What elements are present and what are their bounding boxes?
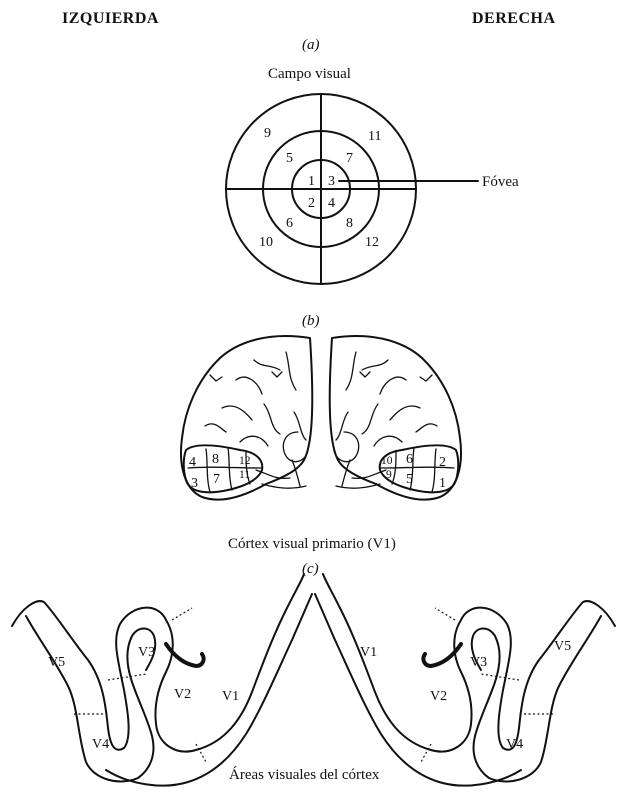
panel-b-primary-cortex: (b) 4 8 12 11 3 7 10 6 (181, 313, 461, 552)
right-visual-areas-section: V1 V2 V3 V5 V4 (315, 574, 615, 786)
segment-1: 1 (308, 174, 315, 189)
panel-a-label: (a) (302, 37, 320, 53)
left-v1-label-4: 4 (189, 455, 196, 470)
right-v1-label-6: 6 (406, 452, 413, 467)
panel-b-label: (b) (302, 313, 320, 329)
left-brainstem-lines (256, 460, 306, 488)
left-v1-divisions (188, 448, 262, 492)
right-area-v2: V2 (430, 689, 447, 704)
left-sulci-branches (210, 372, 282, 381)
right-v1-label-2: 2 (439, 455, 446, 470)
right-sulci-branches (360, 372, 432, 381)
left-v1-label-11: 11 (239, 469, 250, 481)
left-v1-label-12: 12 (239, 455, 251, 467)
right-area-v1: V1 (360, 645, 377, 660)
right-sulci (336, 352, 437, 446)
panel-a-visual-field: (a) Campo visual Fóvea 1 2 3 4 5 6 7 8 9… (226, 37, 519, 284)
right-brainstem-lines (336, 460, 386, 488)
left-v1-label-7: 7 (213, 472, 220, 487)
right-v1-label-10: 10 (381, 455, 393, 467)
left-v1-label-3: 3 (191, 476, 198, 491)
segment-3: 3 (328, 174, 335, 189)
left-hemisphere-header: IZQUIERDA (62, 10, 159, 27)
segment-10: 10 (259, 235, 273, 250)
segment-2: 2 (308, 196, 315, 211)
right-hemisphere-drawing: 10 6 2 9 5 1 (330, 336, 461, 500)
left-sulci (205, 352, 306, 446)
right-area-v4: V4 (506, 737, 523, 752)
segment-9: 9 (264, 126, 271, 141)
visual-field-title: Campo visual (268, 66, 351, 82)
right-boundary-v3-v5 (481, 674, 519, 680)
primary-cortex-caption: Córtex visual primario (V1) (228, 536, 396, 552)
left-area-v5: V5 (48, 655, 65, 670)
left-area-v2: V2 (174, 687, 191, 702)
segment-7: 7 (346, 151, 353, 166)
right-cortex-lower-contour (315, 594, 521, 786)
left-cortex-inner-contour (26, 616, 155, 781)
visual-areas-caption: Áreas visuales del córtex (229, 766, 380, 783)
segment-4: 4 (328, 196, 335, 211)
left-boundary-v3-v5 (108, 674, 146, 680)
right-area-v5: V5 (554, 639, 571, 654)
fovea-label: Fóvea (482, 174, 519, 190)
right-cortex-inner-contour (472, 616, 601, 781)
left-area-v4: V4 (92, 737, 109, 752)
segment-12: 12 (365, 235, 379, 250)
right-area-v3: V3 (470, 655, 487, 670)
left-v1-label-8: 8 (212, 452, 219, 467)
left-cortex-lower-contour (106, 594, 312, 786)
panel-c-visual-areas: (c) V5 V3 V2 V1 V4 V1 (12, 561, 615, 786)
left-boundary-v3-top (172, 608, 192, 620)
right-boundary-v3-top (435, 608, 455, 620)
segment-6: 6 (286, 216, 293, 231)
segment-8: 8 (346, 216, 353, 231)
segment-5: 5 (286, 151, 293, 166)
left-area-v1: V1 (222, 689, 239, 704)
left-hemisphere-drawing: 4 8 12 11 3 7 (181, 336, 312, 500)
right-hemisphere-header: DERECHA (472, 10, 556, 27)
segment-11: 11 (368, 129, 381, 144)
right-v1-label-1: 1 (439, 476, 446, 491)
left-visual-areas-section: V5 V3 V2 V1 V4 (12, 574, 312, 786)
left-area-v3: V3 (138, 645, 155, 660)
right-v1-label-5: 5 (406, 472, 413, 487)
right-v1-label-9: 9 (386, 469, 392, 481)
